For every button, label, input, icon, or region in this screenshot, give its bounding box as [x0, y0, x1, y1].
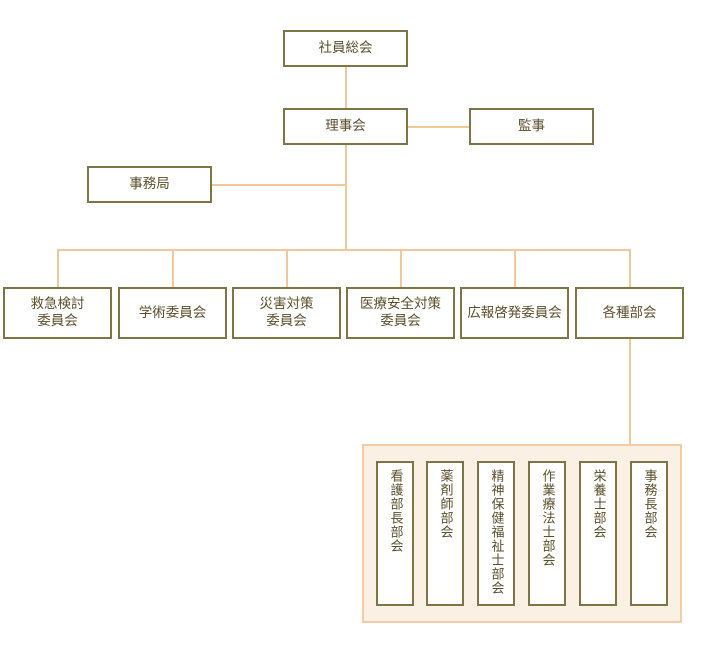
connector-drop-5 — [514, 249, 516, 289]
subcommittee-nursing-directors: 看護部長部会 — [376, 461, 414, 606]
subcommittee-pharmacists: 薬剤師部会 — [426, 461, 464, 606]
committee-medical-safety: 医療安全対策 委員会 — [346, 287, 455, 339]
subcommittee-label: 薬剤師部会 — [437, 469, 453, 539]
subcommittee-label: 作業療法士部会 — [539, 469, 555, 567]
connector-subcommittee-panel — [629, 338, 631, 446]
connector-committee-bus — [57, 249, 631, 251]
committee-academic: 学術委員会 — [118, 287, 227, 339]
subcommittee-label: 精神保健福祉士部会 — [488, 469, 504, 595]
general-meeting-box: 社員総会 — [283, 30, 408, 67]
connector-drop-2 — [172, 249, 174, 289]
committee-various-sections: 各種部会 — [575, 287, 684, 339]
subcommittee-dietitians: 栄養士部会 — [579, 461, 617, 606]
subcommittee-label: 看護部長部会 — [387, 469, 403, 553]
board-box: 理事会 — [283, 108, 408, 145]
committee-public-relations: 広報啓発委員会 — [460, 287, 569, 339]
committee-disaster: 災害対策 委員会 — [232, 287, 341, 339]
connector-general-to-board — [345, 66, 347, 110]
auditor-box: 監事 — [469, 108, 594, 145]
subcommittee-psychiatric-social-workers: 精神保健福祉士部会 — [477, 461, 515, 606]
connector-secretariat — [211, 184, 346, 186]
connector-drop-6 — [629, 249, 631, 289]
connector-board-trunk — [345, 145, 347, 250]
secretariat-box: 事務局 — [87, 166, 212, 203]
connector-drop-3 — [286, 249, 288, 289]
subcommittee-panel — [362, 444, 682, 623]
connector-drop-4 — [400, 249, 402, 289]
subcommittee-administrative-directors: 事務長部会 — [630, 461, 668, 606]
connector-board-to-auditor — [406, 126, 470, 128]
subcommittee-label: 栄養士部会 — [590, 469, 606, 539]
connector-drop-1 — [57, 249, 59, 289]
committee-emergency: 救急検討 委員会 — [3, 287, 112, 339]
subcommittee-label: 事務長部会 — [641, 469, 657, 539]
subcommittee-occupational-therapists: 作業療法士部会 — [528, 461, 566, 606]
